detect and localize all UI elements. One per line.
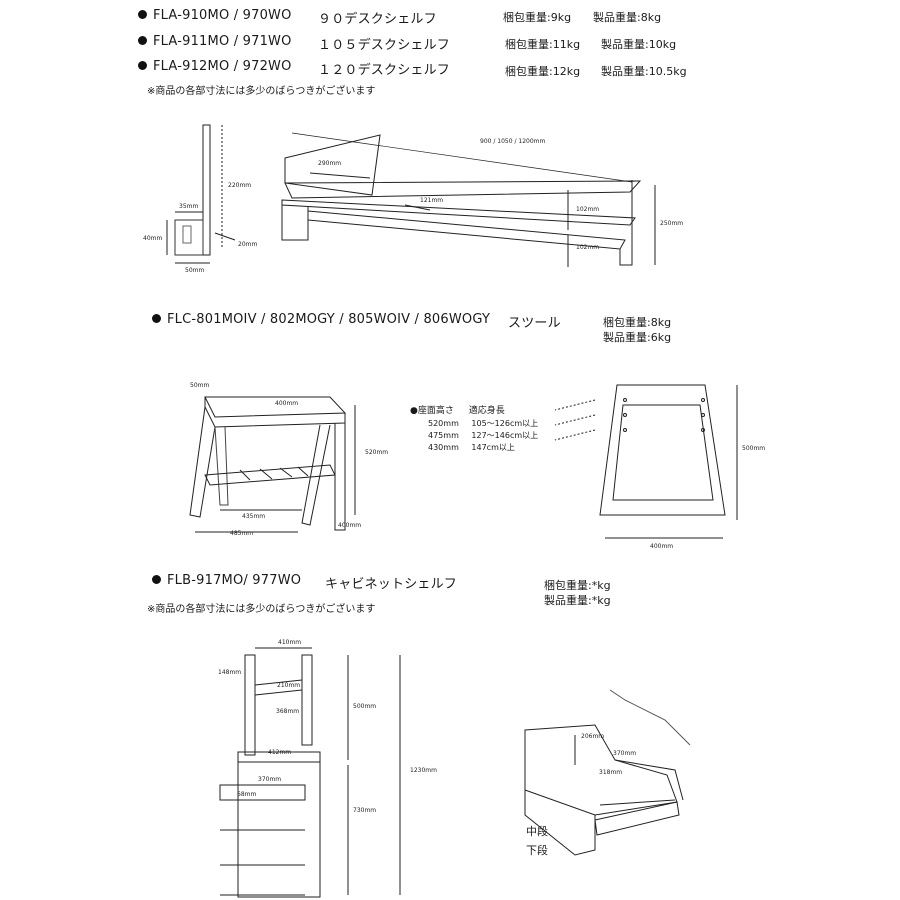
- desk-shelf-model-row-3: FLA-912MO / 972WO: [138, 59, 292, 74]
- model-code: FLA-910MO / 970WO: [153, 8, 292, 23]
- table-header-left: ●座面高さ: [410, 406, 454, 416]
- table-header: ●座面高さ 適応身長: [410, 403, 538, 416]
- drawer-front: [219, 784, 306, 801]
- back-panel: [284, 134, 381, 196]
- package-weight: 梱包重量:12kg: [505, 65, 581, 78]
- model-code: FLB-917MO/ 977WO: [167, 573, 302, 588]
- dim-label: 368mm: [276, 708, 299, 715]
- dim-label: 400mm: [338, 522, 361, 529]
- dim-label: 370mm: [258, 776, 281, 783]
- model-code: FLA-912MO / 972WO: [153, 59, 292, 74]
- stool-side-panel: 500mm 400mm: [554, 384, 765, 550]
- dim-label: 148mm: [218, 669, 241, 676]
- product-weight: 製品重量:6kg: [603, 331, 672, 344]
- dim-label: 318mm: [599, 769, 622, 776]
- table-row: 520mm 105～126cm以上: [428, 418, 538, 429]
- cabinet-front-view: 410mm 148mm 210mm 368mm 500mm 1230mm 412…: [218, 639, 437, 898]
- dim-label: 40mm: [143, 235, 162, 242]
- seat-height: 475mm: [428, 431, 459, 440]
- dim-label: 206mm: [581, 733, 604, 740]
- side-panel-inner: [612, 404, 714, 501]
- dim-label: 50mm: [185, 267, 204, 274]
- dim-label: 250mm: [660, 220, 683, 227]
- table-header-right: 適応身長: [468, 406, 505, 416]
- dim-label: 730mm: [353, 807, 376, 814]
- package-weight: 梱包重量:11kg: [505, 38, 581, 51]
- dim-label: 210mm: [277, 682, 300, 689]
- drawer-detail: 206mm 370mm 318mm: [524, 689, 691, 856]
- dim-label: 400mm: [275, 400, 298, 407]
- cabinet-body: [237, 761, 321, 898]
- dim-label: 220mm: [228, 182, 251, 189]
- model-name: スツール: [508, 316, 561, 331]
- model-code: FLC-801MOIV / 802MOGY / 805WOIV / 806WOG…: [167, 312, 491, 327]
- dim-label: 102mm: [576, 244, 599, 251]
- model-name: キャビネットシェルフ: [325, 577, 458, 592]
- seat-height: 520mm: [428, 419, 459, 428]
- desk-shelf-side-view: 220mm 35mm 40mm 20mm 50mm: [143, 124, 257, 274]
- side-panel: [202, 124, 211, 256]
- table-row: 475mm 127～146cm以上: [428, 430, 538, 441]
- upper-shelf: [281, 199, 636, 226]
- table-row: 430mm 147cm以上: [428, 442, 538, 453]
- dim-label: 520mm: [365, 449, 388, 456]
- dim-label: 485mm: [230, 530, 253, 537]
- body-height-range: 105～126cm以上: [471, 419, 539, 428]
- stool-perspective: 50mm 400mm 520mm 435mm 400mm 485mm: [189, 382, 388, 537]
- drawer-label-middle: 中段: [526, 825, 548, 838]
- dim-label: 410mm: [278, 639, 301, 646]
- package-weight: 梱包重量:9kg: [503, 11, 572, 24]
- bullet-icon: [138, 36, 147, 45]
- stool-rack: [204, 464, 336, 486]
- dim-label: 1230mm: [410, 767, 437, 774]
- product-weight: 製品重量:10.5kg: [601, 65, 687, 78]
- side-panel-outer: [599, 384, 726, 516]
- product-weight: 製品重量:8kg: [593, 11, 662, 24]
- drawer-rail: [594, 801, 680, 836]
- model-name: １２０デスクシェルフ: [318, 63, 451, 78]
- desk-shelf-perspective: 900 / 1050 / 1200mm 290mm 121mm 102mm 10…: [281, 132, 683, 267]
- product-weight: 製品重量:10kg: [601, 38, 677, 51]
- bullet-icon: [138, 10, 147, 19]
- dimension-note: ※商品の各部寸法には多少のばらつきがございます: [147, 604, 376, 615]
- model-name: ９０デスクシェルフ: [318, 12, 437, 27]
- dim-label: 435mm: [242, 513, 265, 520]
- dim-label: 370mm: [613, 750, 636, 757]
- desk-shelf-model-row-1: FLA-910MO / 970WO: [138, 8, 292, 23]
- dim-label: 412mm: [268, 749, 291, 756]
- model-code: FLA-911MO / 971WO: [153, 34, 292, 49]
- stool-header: FLC-801MOIV / 802MOGY / 805WOIV / 806WOG…: [152, 312, 490, 327]
- package-weight: 梱包重量:8kg: [603, 316, 672, 329]
- product-weight: 製品重量:*kg: [544, 594, 611, 607]
- dim-label: 35mm: [179, 203, 198, 210]
- dim-label: 400mm: [650, 543, 673, 550]
- package-weight: 梱包重量:*kg: [544, 579, 611, 592]
- dim-label: 900 / 1050 / 1200mm: [480, 138, 546, 145]
- cabinet-header: FLB-917MO/ 977WO: [152, 573, 301, 588]
- dim-label: 102mm: [576, 206, 599, 213]
- dim-label: 500mm: [742, 445, 765, 452]
- bullet-icon: [152, 314, 161, 323]
- drawer-label-bottom: 下段: [526, 844, 548, 857]
- dim-label: 68mm: [237, 791, 256, 798]
- seat-height: 430mm: [428, 443, 459, 452]
- dim-label: 121mm: [420, 197, 443, 204]
- dimension-note: ※商品の各部寸法には多少のばらつきがございます: [147, 86, 376, 97]
- bullet-icon: [138, 61, 147, 70]
- drawer-box: [524, 724, 678, 816]
- dim-label: 20mm: [238, 241, 257, 248]
- model-name: １０５デスクシェルフ: [318, 38, 451, 53]
- body-height-range: 127～146cm以上: [471, 431, 539, 440]
- bullet-icon: [152, 575, 161, 584]
- dim-label: 290mm: [318, 160, 341, 167]
- body-height-range: 147cm以上: [471, 443, 515, 452]
- desk-shelf-model-row-2: FLA-911MO / 971WO: [138, 34, 292, 49]
- dim-label: 500mm: [353, 703, 376, 710]
- side-foot: [174, 219, 204, 256]
- dim-label: 50mm: [190, 382, 209, 389]
- seat-height-table: ●座面高さ 適応身長 520mm 105～126cm以上 475mm 127～1…: [410, 403, 538, 453]
